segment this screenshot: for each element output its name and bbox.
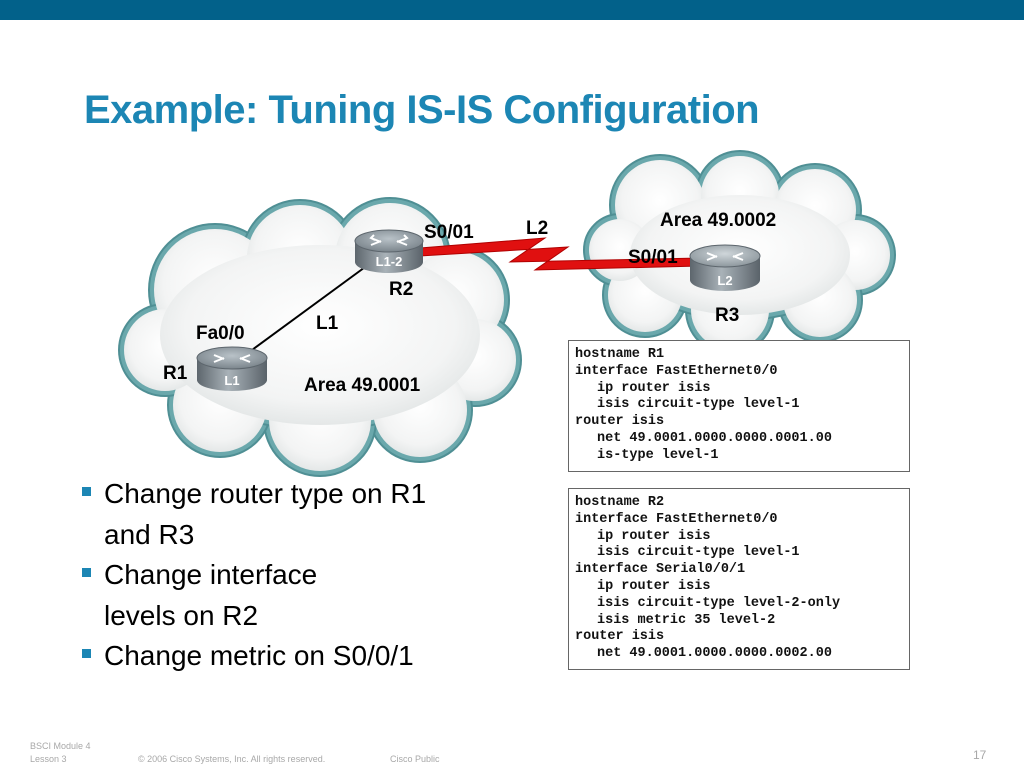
bullet-list: Change router type on R1 and R3 Change i… — [80, 474, 520, 677]
config-line: is-type level-1 — [597, 447, 719, 463]
config-line: interface FastEthernet0/0 — [575, 511, 778, 527]
footer-lesson: Lesson 3 — [30, 754, 67, 764]
bullet-square-icon — [82, 487, 91, 496]
config-line: interface Serial0/0/1 — [575, 562, 746, 578]
config-line: isis metric 35 level-2 — [597, 612, 776, 628]
config-line: isis circuit-type level-1 — [597, 545, 800, 561]
config-line: ip router isis — [597, 578, 711, 594]
router-arrows-icon — [369, 234, 409, 246]
r1-level-label: L1 — [224, 373, 239, 388]
bullet-item: Change interface levels on R2 — [80, 555, 520, 636]
r3-name-label: R3 — [715, 305, 739, 326]
area-1-label: Area 49.0001 — [304, 375, 421, 396]
r2-serial-label: S0/01 — [424, 222, 474, 243]
config-box-r1: hostname R1 interface FastEthernet0/0 ip… — [568, 340, 910, 472]
bullet-text: Change metric on S0/0/1 — [104, 640, 414, 671]
config-line: isis circuit-type level-2-only — [597, 595, 841, 611]
bullet-square-icon — [82, 568, 91, 577]
footer-copyright: © 2006 Cisco Systems, Inc. All rights re… — [138, 754, 326, 764]
config-line: hostname R2 — [575, 495, 665, 510]
config-line: isis circuit-type level-1 — [597, 397, 800, 413]
config-line: net 49.0001.0000.0000.0001.00 — [597, 430, 832, 446]
footer-module: BSCI Module 4 — [30, 741, 91, 751]
config-line: router isis — [575, 414, 665, 430]
r1-fa-label: Fa0/0 — [196, 323, 245, 344]
r3-level-label: L2 — [717, 273, 732, 288]
r2-level-label: L1-2 — [376, 254, 403, 269]
r1-name-label: R1 — [163, 363, 188, 384]
router-r2 — [354, 229, 424, 273]
footer-classification: Cisco Public — [390, 754, 440, 764]
config-line: net 49.0001.0000.0000.0002.00 — [597, 646, 832, 662]
top-bar — [0, 0, 1024, 20]
router-arrows-icon — [706, 252, 744, 261]
config-line: router isis — [575, 629, 665, 645]
router-arrows-icon — [213, 354, 251, 363]
bullet-item: Change metric on S0/0/1 — [80, 636, 520, 677]
l2-link-label: L2 — [526, 218, 548, 239]
slide-title: Example: Tuning IS-IS Configuration — [84, 88, 760, 132]
config-line: hostname R1 — [575, 347, 665, 362]
config-line: ip router isis — [597, 528, 711, 544]
l1-link-label: L1 — [316, 313, 339, 334]
bullet-square-icon — [82, 649, 91, 658]
router-r1 — [196, 346, 268, 391]
bullet-text: Change interface levels on R2 — [104, 559, 318, 631]
l1-link — [251, 261, 373, 351]
config-line: interface FastEthernet0/0 — [575, 363, 778, 379]
bullet-item: Change router type on R1 and R3 — [80, 474, 520, 555]
area-1-cloud — [118, 197, 522, 477]
config-box-r2: hostname R2 interface FastEthernet0/0 ip… — [568, 488, 910, 670]
router-r3 — [689, 244, 761, 291]
bullet-text: Change router type on R1 and R3 — [104, 478, 427, 550]
area-2-label: Area 49.0002 — [660, 210, 776, 231]
page-number: 17 — [973, 748, 987, 762]
r3-serial-label: S0/01 — [628, 247, 678, 268]
config-line: ip router isis — [597, 380, 711, 396]
r2-name-label: R2 — [389, 279, 413, 300]
